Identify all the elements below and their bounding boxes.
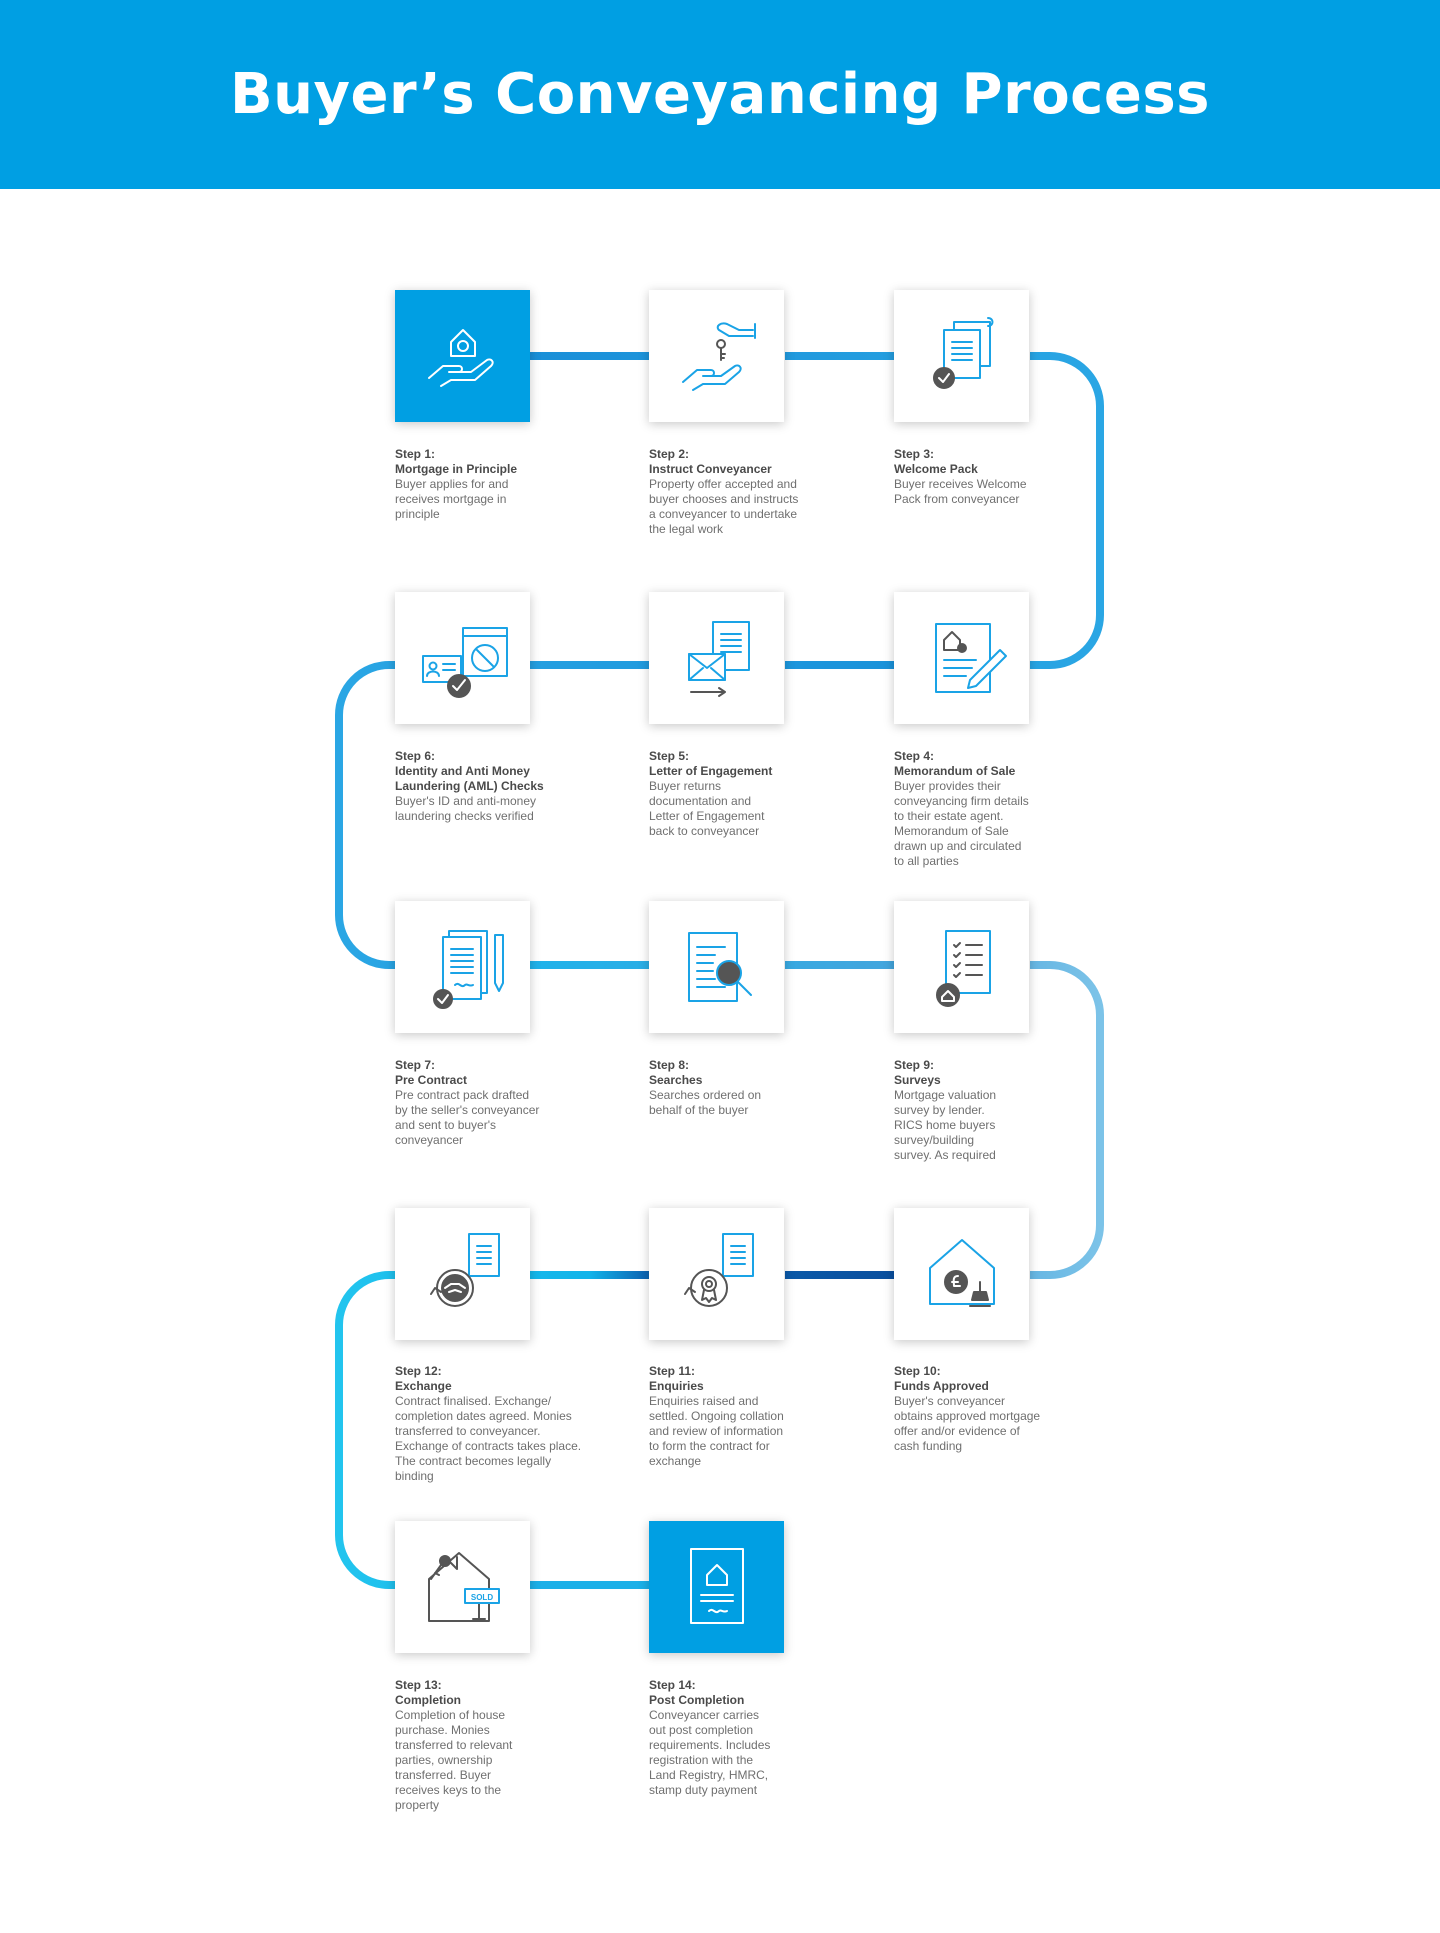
step-12-card[interactable]: [395, 1208, 530, 1340]
step-number: Step 5:: [649, 749, 690, 763]
document-search-icon: [687, 932, 752, 1002]
step-description: Buyer's conveyancer obtains approved mor…: [894, 1394, 1041, 1453]
step-number: Step 2:: [649, 447, 690, 461]
step-description: Mortgage valuation survey by lender. RIC…: [894, 1088, 997, 1162]
step-number: Step 9:: [894, 1058, 935, 1072]
step-title: Post Completion: [649, 1693, 745, 1707]
step-title: Instruct Conveyancer: [649, 462, 772, 476]
step-13-card[interactable]: SOLD: [395, 1521, 530, 1653]
sold-sign-label: SOLD: [470, 1593, 492, 1602]
step-4-card[interactable]: [894, 592, 1029, 724]
page-title: Buyer’s Conveyancing Process: [230, 62, 1210, 127]
step-12-text: Step 12: Exchange Contract finalised. Ex…: [395, 1364, 595, 1484]
step-title: Mortgage in Principle: [395, 462, 518, 476]
award-document-icon: [683, 1233, 754, 1307]
connector-row-1: [530, 352, 1104, 669]
step-9-text: Step 9: Surveys Mortgage valuation surve…: [894, 1058, 1094, 1163]
step-number: Step 7:: [395, 1058, 436, 1072]
step-1-card[interactable]: [395, 290, 530, 422]
handshake-exchange-icon: [429, 1233, 500, 1307]
step-title: Identity and Anti Money Laundering (AML)…: [395, 764, 544, 793]
step-number: Step 10:: [894, 1364, 941, 1378]
house-stamp-icon: [928, 1239, 995, 1307]
step-title: Memorandum of Sale: [894, 764, 1016, 778]
step-number: Step 13:: [395, 1678, 442, 1692]
step-6-card[interactable]: [395, 592, 530, 724]
checklist-house-icon: [935, 930, 991, 1007]
step-2-card[interactable]: [649, 290, 784, 422]
step-8-card[interactable]: [649, 901, 784, 1033]
step-title: Funds Approved: [894, 1379, 989, 1393]
step-title: Surveys: [894, 1073, 941, 1087]
step-1-text: Step 1: Mortgage in Principle Buyer appl…: [395, 447, 595, 522]
step-number: Step 14:: [649, 1678, 696, 1692]
connector-row-4: [335, 1271, 895, 1589]
step-description: Buyer's ID and anti-money laundering che…: [395, 794, 537, 823]
step-number: Step 1:: [395, 447, 436, 461]
connector-row-2: [335, 661, 895, 969]
step-6-text: Step 6: Identity and Anti Money Launderi…: [395, 749, 595, 824]
step-description: Buyer applies for and receives mortgage …: [395, 477, 509, 521]
step-2-text: Step 2: Instruct Conveyancer Property of…: [649, 447, 849, 537]
step-description: Enquiries raised and settled. Ongoing co…: [649, 1394, 784, 1468]
id-check-icon: [421, 627, 508, 698]
step-13-text: Step 13: Completion Completion of house …: [395, 1678, 595, 1813]
step-number: Step 3:: [894, 447, 935, 461]
step-5-text: Step 5: Letter of Engagement Buyer retur…: [649, 749, 849, 839]
step-number: Step 4:: [894, 749, 935, 763]
step-11-card[interactable]: [649, 1208, 784, 1340]
step-8-text: Step 8: Searches Searches ordered on beh…: [649, 1058, 849, 1118]
step-number: Step 12:: [395, 1364, 442, 1378]
step-description: Contract finalised. Exchange/ completion…: [395, 1394, 582, 1483]
step-title: Searches: [649, 1073, 703, 1087]
memo-pen-icon: [934, 623, 1007, 693]
step-title: Welcome Pack: [894, 462, 978, 476]
step-11-text: Step 11: Enquiries Enquiries raised and …: [649, 1364, 849, 1469]
step-10-text: Step 10: Funds Approved Buyer's conveyan…: [894, 1364, 1094, 1454]
step-description: Buyer provides their conveyancing firm d…: [894, 779, 1029, 868]
step-3-text: Step 3: Welcome Pack Buyer receives Welc…: [894, 447, 1094, 507]
step-5-card[interactable]: [649, 592, 784, 724]
step-number: Step 6:: [395, 749, 436, 763]
step-10-card[interactable]: [894, 1208, 1029, 1340]
step-number: Step 8:: [649, 1058, 690, 1072]
step-description: Conveyancer carries out post completion …: [649, 1708, 771, 1797]
step-description: Buyer receives Welcome Pack from conveya…: [894, 477, 1027, 506]
step-description: Completion of house purchase. Monies tra…: [395, 1708, 513, 1812]
step-title: Exchange: [395, 1379, 452, 1393]
documents-check-icon: [932, 317, 993, 389]
step-description: Pre contract pack drafted by the seller'…: [395, 1088, 540, 1147]
step-title: Completion: [395, 1693, 461, 1707]
step-9-card[interactable]: [894, 901, 1029, 1033]
contract-pen-icon: [432, 930, 504, 1009]
step-7-text: Step 7: Pre Contract Pre contract pack d…: [395, 1058, 595, 1148]
step-7-card[interactable]: [395, 901, 530, 1033]
step-number: Step 11:: [649, 1364, 696, 1378]
step-3-card[interactable]: [894, 290, 1029, 422]
step-description: Buyer returns documentation and Letter o…: [649, 779, 765, 838]
envelope-document-icon: [687, 621, 750, 697]
header-banner: Buyer’s Conveyancing Process: [0, 0, 1440, 189]
step-title: Pre Contract: [395, 1073, 468, 1087]
step-4-text: Step 4: Memorandum of Sale Buyer provide…: [894, 749, 1094, 869]
connector-row-3: [530, 961, 1104, 1279]
key-handover-icon: [681, 322, 756, 391]
hand-house-icon: [427, 329, 494, 387]
step-description: Searches ordered on behalf of the buyer: [649, 1088, 762, 1117]
step-title: Letter of Engagement: [649, 764, 773, 778]
step-description: Property offer accepted and buyer choose…: [649, 477, 799, 536]
step-14-card[interactable]: [649, 1521, 784, 1653]
step-title: Enquiries: [649, 1379, 704, 1393]
registration-document-icon: [689, 1548, 744, 1624]
step-14-text: Step 14: Post Completion Conveyancer car…: [649, 1678, 849, 1798]
sold-house-icon: SOLD: [427, 1552, 500, 1622]
